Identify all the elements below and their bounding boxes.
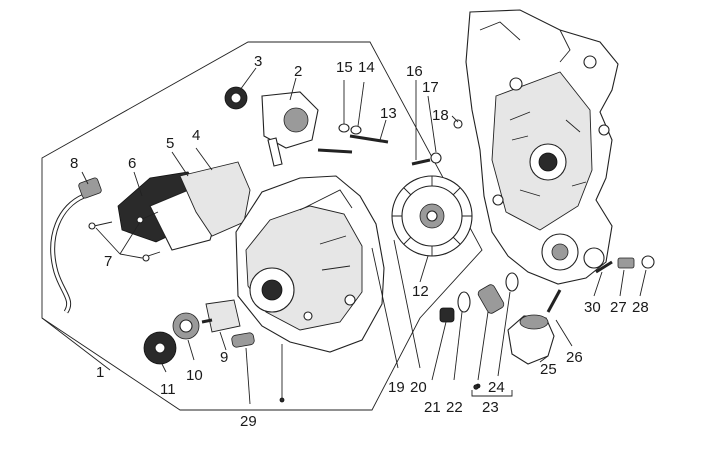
callout-16: 16 <box>406 63 423 80</box>
bolt-16-17 <box>411 152 442 166</box>
callout-1: 1 <box>96 364 104 381</box>
callout-13: 13 <box>380 105 397 122</box>
callout-24: 24 <box>488 379 505 396</box>
impeller-11 <box>143 331 177 365</box>
group-23-bracket <box>471 390 513 397</box>
bearing-10 <box>172 312 200 340</box>
bolts-13 <box>317 134 389 154</box>
seal-3 <box>224 86 248 110</box>
callout-6: 6 <box>128 155 136 172</box>
shaft-9 <box>201 299 241 333</box>
valve-27 <box>617 257 635 269</box>
hose-8 <box>50 177 102 314</box>
callout-28: 28 <box>632 299 649 316</box>
callout-29: 29 <box>240 413 257 430</box>
callout-2: 2 <box>294 63 302 80</box>
crankcase-cover <box>235 175 385 353</box>
oring-23 <box>505 272 519 292</box>
plug-21 <box>439 307 455 323</box>
washer-28 <box>641 255 655 269</box>
fitting-26 <box>546 289 562 313</box>
callout-18: 18 <box>432 107 449 124</box>
callout-30: 30 <box>584 299 601 316</box>
callout-22: 22 <box>446 399 463 416</box>
callout-10: 10 <box>186 367 203 384</box>
plug-18 <box>453 119 463 129</box>
callout-12: 12 <box>412 283 429 300</box>
callout-4: 4 <box>192 127 200 144</box>
leader-lines <box>41 67 647 405</box>
oring-22 <box>457 291 471 313</box>
screws-7 <box>88 211 161 262</box>
callout-26: 26 <box>566 349 583 366</box>
callout-5: 5 <box>166 135 174 152</box>
sensor-30 <box>595 260 613 274</box>
pump-housing-2 <box>261 91 319 167</box>
spring-24 <box>477 284 505 314</box>
callout-3: 3 <box>254 53 262 70</box>
group-dot <box>473 384 479 390</box>
callout-14: 14 <box>358 59 375 76</box>
callout-17: 17 <box>422 79 439 96</box>
callout-20: 20 <box>410 379 427 396</box>
crankcase <box>465 9 619 285</box>
callout-9: 9 <box>220 349 228 366</box>
callout-8: 8 <box>70 155 78 172</box>
callout-27: 27 <box>610 299 627 316</box>
assembly-outline <box>41 41 483 411</box>
callout-23: 23 <box>482 399 499 416</box>
callout-21: 21 <box>424 399 441 416</box>
washers-14-15 <box>338 123 362 135</box>
callout-25: 25 <box>540 361 557 378</box>
callout-19: 19 <box>388 379 405 396</box>
callout-15: 15 <box>336 59 353 76</box>
fan-12 <box>391 175 473 257</box>
filter-25 <box>507 314 555 365</box>
plug-29 <box>231 332 255 348</box>
callout-7: 7 <box>104 253 112 270</box>
callout-11: 11 <box>160 381 176 398</box>
